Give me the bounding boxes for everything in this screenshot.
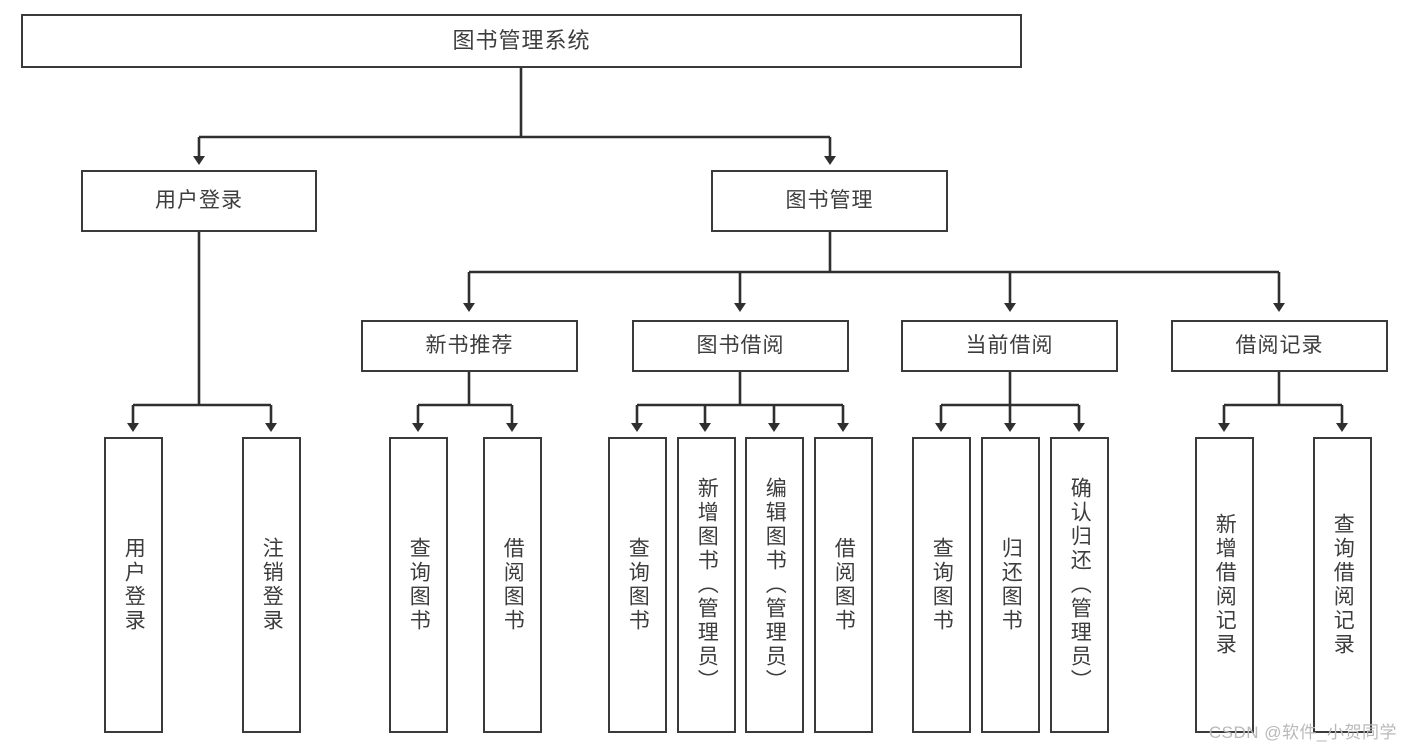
node-leaf-user-login[interactable]: 用户登录: [104, 437, 163, 733]
node-leaf-query-borrow-record-label: 查询借阅记录: [1331, 513, 1355, 657]
node-leaf-add-borrow-record-label: 新增借阅记录: [1213, 513, 1237, 657]
node-book-management[interactable]: 图书管理: [711, 170, 948, 232]
node-new-book-recommend-label: 新书推荐: [425, 333, 514, 357]
node-borrow-record[interactable]: 借阅记录: [1171, 320, 1388, 372]
node-leaf-query-borrow-record[interactable]: 查询借阅记录: [1313, 437, 1372, 733]
node-current-borrow[interactable]: 当前借阅: [901, 320, 1118, 372]
node-borrow-record-label: 借阅记录: [1235, 333, 1324, 357]
node-leaf-edit-book-admin-label: 编辑图书（管理员）: [763, 477, 787, 693]
node-leaf-query-book-current-label: 查询图书: [930, 537, 954, 633]
node-leaf-add-book-admin-label: 新增图书（管理员）: [695, 477, 719, 693]
node-leaf-borrow-book[interactable]: 借阅图书: [814, 437, 873, 733]
node-leaf-borrow-book-label: 借阅图书: [832, 537, 856, 633]
node-root[interactable]: 图书管理系统: [21, 14, 1022, 68]
node-new-book-recommend[interactable]: 新书推荐: [361, 320, 578, 372]
node-leaf-query-book-borrow[interactable]: 查询图书: [608, 437, 667, 733]
node-leaf-return-book-label: 归还图书: [999, 537, 1023, 633]
node-leaf-borrow-book-rec-label: 借阅图书: [501, 537, 525, 633]
node-current-borrow-label: 当前借阅: [965, 333, 1054, 357]
node-leaf-logout-label: 注销登录: [260, 537, 284, 633]
node-user-login[interactable]: 用户登录: [81, 170, 317, 232]
node-root-label: 图书管理系统: [452, 28, 591, 54]
node-leaf-return-book[interactable]: 归还图书: [981, 437, 1040, 733]
node-leaf-query-book-rec[interactable]: 查询图书: [389, 437, 448, 733]
node-book-borrow-label: 图书借阅: [696, 333, 785, 357]
node-leaf-edit-book-admin[interactable]: 编辑图书（管理员）: [745, 437, 804, 733]
node-leaf-query-book-rec-label: 查询图书: [407, 537, 431, 633]
node-leaf-add-book-admin[interactable]: 新增图书（管理员）: [677, 437, 736, 733]
node-leaf-logout[interactable]: 注销登录: [242, 437, 301, 733]
node-leaf-borrow-book-rec[interactable]: 借阅图书: [483, 437, 542, 733]
node-leaf-user-login-label: 用户登录: [122, 537, 146, 633]
node-leaf-confirm-return-admin-label: 确认归还（管理员）: [1068, 477, 1092, 693]
node-leaf-query-book-borrow-label: 查询图书: [626, 537, 650, 633]
node-user-login-label: 用户登录: [155, 188, 243, 212]
node-book-management-label: 图书管理: [785, 188, 874, 212]
node-leaf-confirm-return-admin[interactable]: 确认归还（管理员）: [1050, 437, 1109, 733]
node-leaf-query-book-current[interactable]: 查询图书: [912, 437, 971, 733]
node-leaf-add-borrow-record[interactable]: 新增借阅记录: [1195, 437, 1254, 733]
node-book-borrow[interactable]: 图书借阅: [632, 320, 849, 372]
